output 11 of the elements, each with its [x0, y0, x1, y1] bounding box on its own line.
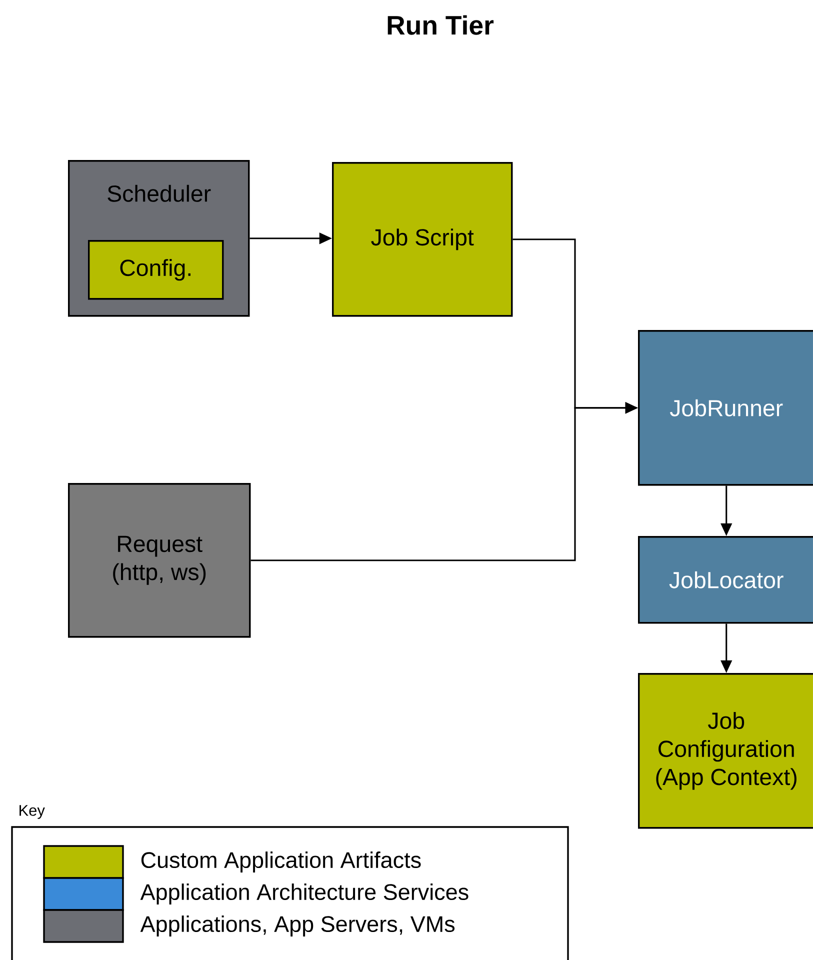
process-box: Job Configuration (App Context) [638, 673, 813, 829]
service-box: JobRunner [638, 330, 813, 486]
process-box: Job Script [332, 162, 513, 317]
request-box: Request (http, ws) [68, 483, 251, 638]
service-box: JobLocator [638, 536, 813, 624]
legend-text: Application Architecture Services [140, 884, 468, 904]
title: Run Tier [388, 15, 494, 35]
key-label: Key [20, 805, 45, 819]
legend-text: Applications, App Servers, VMs [140, 916, 455, 936]
legend-text: Custom Application Artifacts [141, 852, 421, 872]
config-box: Config. [88, 240, 224, 300]
